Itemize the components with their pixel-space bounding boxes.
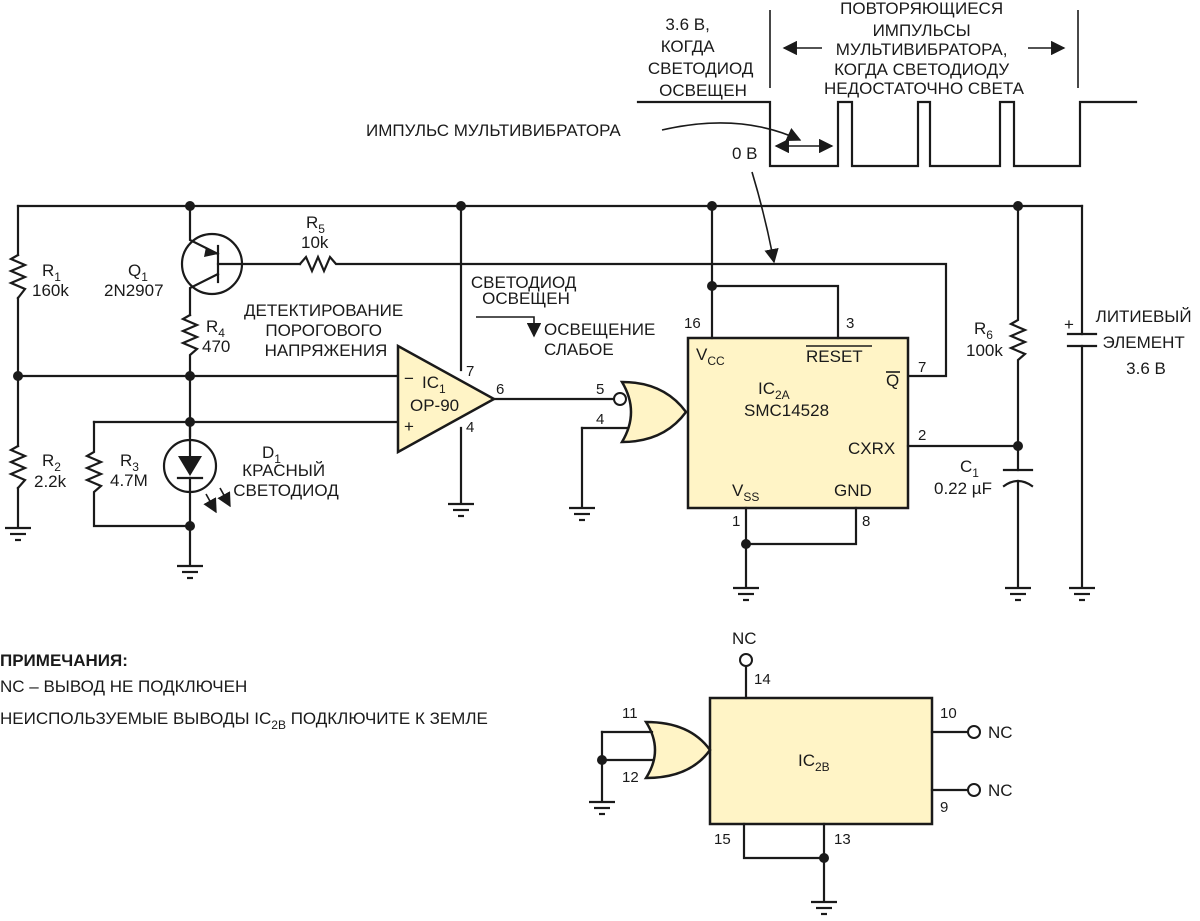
svg-text:4: 4 (466, 419, 474, 436)
svg-text:Q1: Q1 (128, 261, 148, 284)
svg-text:NC: NC (732, 629, 757, 648)
svg-text:R1: R1 (42, 261, 61, 284)
svg-text:CXRX: CXRX (848, 439, 895, 458)
svg-text:100k: 100k (966, 341, 1003, 360)
svg-text:+: + (404, 417, 414, 436)
svg-text:SMC14528: SMC14528 (744, 401, 829, 420)
chip-ic2a: 16 3 7 2 1 8 VCC RESET Q IC2A SMC14528 C… (684, 204, 1020, 602)
resistor-r6: R6 100k (966, 204, 1028, 472)
svg-text:8: 8 (862, 513, 870, 530)
high-level-label: 3.6 В, КОГДА СВЕТОДИОД ОСВЕЩЕН (648, 15, 758, 100)
svg-text:7: 7 (466, 363, 474, 380)
svg-text:5: 5 (596, 381, 604, 398)
svg-text:D1: D1 (262, 443, 281, 466)
svg-text:R4: R4 (206, 317, 225, 340)
svg-text:14: 14 (754, 671, 771, 688)
svg-text:160k: 160k (32, 281, 69, 300)
svg-text:0.22 µF: 0.22 µF (934, 479, 992, 498)
svg-text:IC2B: IC2B (798, 751, 830, 774)
resistor-r1: R1 160k (8, 253, 69, 300)
svg-text:IC2A: IC2A (758, 379, 790, 402)
svg-text:10k: 10k (301, 233, 329, 252)
svg-text:VSS: VSS (732, 481, 759, 504)
svg-text:13: 13 (834, 831, 851, 848)
resistor-r3: R3 4.7M (84, 420, 192, 528)
svg-text:RESET: RESET (806, 347, 863, 366)
svg-text:VCC: VCC (696, 345, 725, 368)
svg-text:OP-90: OP-90 (410, 396, 459, 415)
notes: ПРИМЕЧАНИЯ: NC – ВЫВОД НЕ ПОДКЛЮЧЕН НЕИС… (0, 651, 488, 732)
svg-text:NC: NC (988, 723, 1013, 742)
svg-text:2: 2 (918, 427, 926, 444)
svg-text:R6: R6 (974, 319, 993, 342)
nor-gate-ic2a: 5 4 (567, 380, 688, 522)
svg-text:ПРИМЕЧАНИЯ:: ПРИМЕЧАНИЯ: (0, 651, 128, 670)
svg-text:NC: NC (988, 781, 1013, 800)
svg-text:R5: R5 (306, 213, 325, 236)
svg-text:ЛИТИЕВЫЙ ЭЛЕМЕНТ 3: ЛИТИЕВЫЙ ЭЛЕМЕНТ 3.6 В (1096, 307, 1197, 378)
chip-ic2b: IC2B NC 14 NC 10 NC 9 15 13 (708, 629, 1013, 916)
svg-text:9: 9 (940, 799, 948, 816)
resistor-r4: R4 470 (180, 313, 230, 438)
waveform: 3.6 В, КОГДА СВЕТОДИОД ОСВЕЩЕН ПОВТОРЯЮЩ… (366, 0, 1138, 264)
svg-text:15: 15 (714, 831, 731, 848)
repeating-pulses-label: ПОВТОРЯЮЩИЕСЯ ИМПУЛЬСЫ МУЛЬТИВИБРАТОРА, … (824, 0, 1025, 98)
svg-text:R3: R3 (120, 451, 139, 474)
svg-text:ОСВЕЩЕНИЕ СЛАБОЕ: ОСВЕЩЕНИЕ СЛАБОЕ (544, 320, 660, 359)
svg-text:Q: Q (886, 371, 899, 390)
svg-text:C1: C1 (960, 457, 979, 480)
svg-text:R2: R2 (42, 451, 61, 474)
svg-text:16: 16 (684, 315, 701, 332)
svg-text:7: 7 (918, 359, 926, 376)
svg-text:4: 4 (596, 411, 604, 428)
svg-text:10: 10 (940, 705, 957, 722)
svg-text:IC1: IC1 (422, 373, 446, 396)
svg-text:СВЕТОДИОД ОСВЕЩЕН: СВЕТОДИОД ОСВЕЩЕН (471, 273, 581, 308)
led-state-annotation: СВЕТОДИОД ОСВЕЩЕН ОСВЕЩЕНИЕ СЛАБОЕ (471, 273, 660, 359)
resistor-r2: R2 2.2k (8, 444, 67, 491)
nor-gate-ic2b: 11 12 (587, 705, 712, 816)
transistor-q1: Q1 2N2907 (104, 204, 302, 317)
pulse-label: ИМПУЛЬС МУЛЬТИВИБРАТОРА (366, 121, 621, 140)
led-d1: D1 КРАСНЫЙ СВЕТОДИОД (162, 420, 339, 580)
svg-text:1: 1 (732, 513, 740, 530)
svg-text:12: 12 (622, 769, 639, 786)
resistor-r5: R5 10k (298, 213, 948, 378)
capacitor-c1: C1 0.22 µF (934, 457, 1034, 602)
svg-text:2N2907: 2N2907 (104, 281, 164, 300)
battery-cell: + ЛИТИЕВЫЙ ЭЛЕМЕНТ 3.6 В (1064, 204, 1197, 602)
opamp-ic1: − + IC1 OP-90 7 4 6 (396, 204, 616, 518)
svg-text:11: 11 (622, 705, 638, 722)
svg-text:+: + (1064, 315, 1074, 334)
threshold-label: ДЕТЕКТИРОВАНИЕ ПОРОГОВОГО НАПРЯЖЕНИЯ (244, 301, 408, 360)
svg-text:GND: GND (834, 481, 872, 500)
svg-text:НЕИСПОЛЬЗУЕМЫЕ ВЫВОДЫ IC2B ПОД: НЕИСПОЛЬЗУЕМЫЕ ВЫВОДЫ IC2B ПОДКЛЮЧИТЕ К … (0, 709, 488, 732)
svg-text:4.7M: 4.7M (110, 471, 148, 490)
svg-text:−: − (404, 369, 414, 388)
zero-volt-label: 0 В (732, 144, 758, 163)
svg-text:470: 470 (202, 337, 230, 356)
svg-text:3: 3 (846, 315, 854, 332)
svg-text:NC – ВЫВОД НЕ ПОДКЛЮЧЕН: NC – ВЫВОД НЕ ПОДКЛЮЧЕН (0, 677, 247, 696)
svg-text:2.2k: 2.2k (34, 472, 67, 491)
svg-text:6: 6 (496, 381, 504, 398)
svg-text:КРАСНЫЙ СВЕТОДИОД: КРАСНЫЙ СВЕТОДИОД (233, 461, 339, 500)
